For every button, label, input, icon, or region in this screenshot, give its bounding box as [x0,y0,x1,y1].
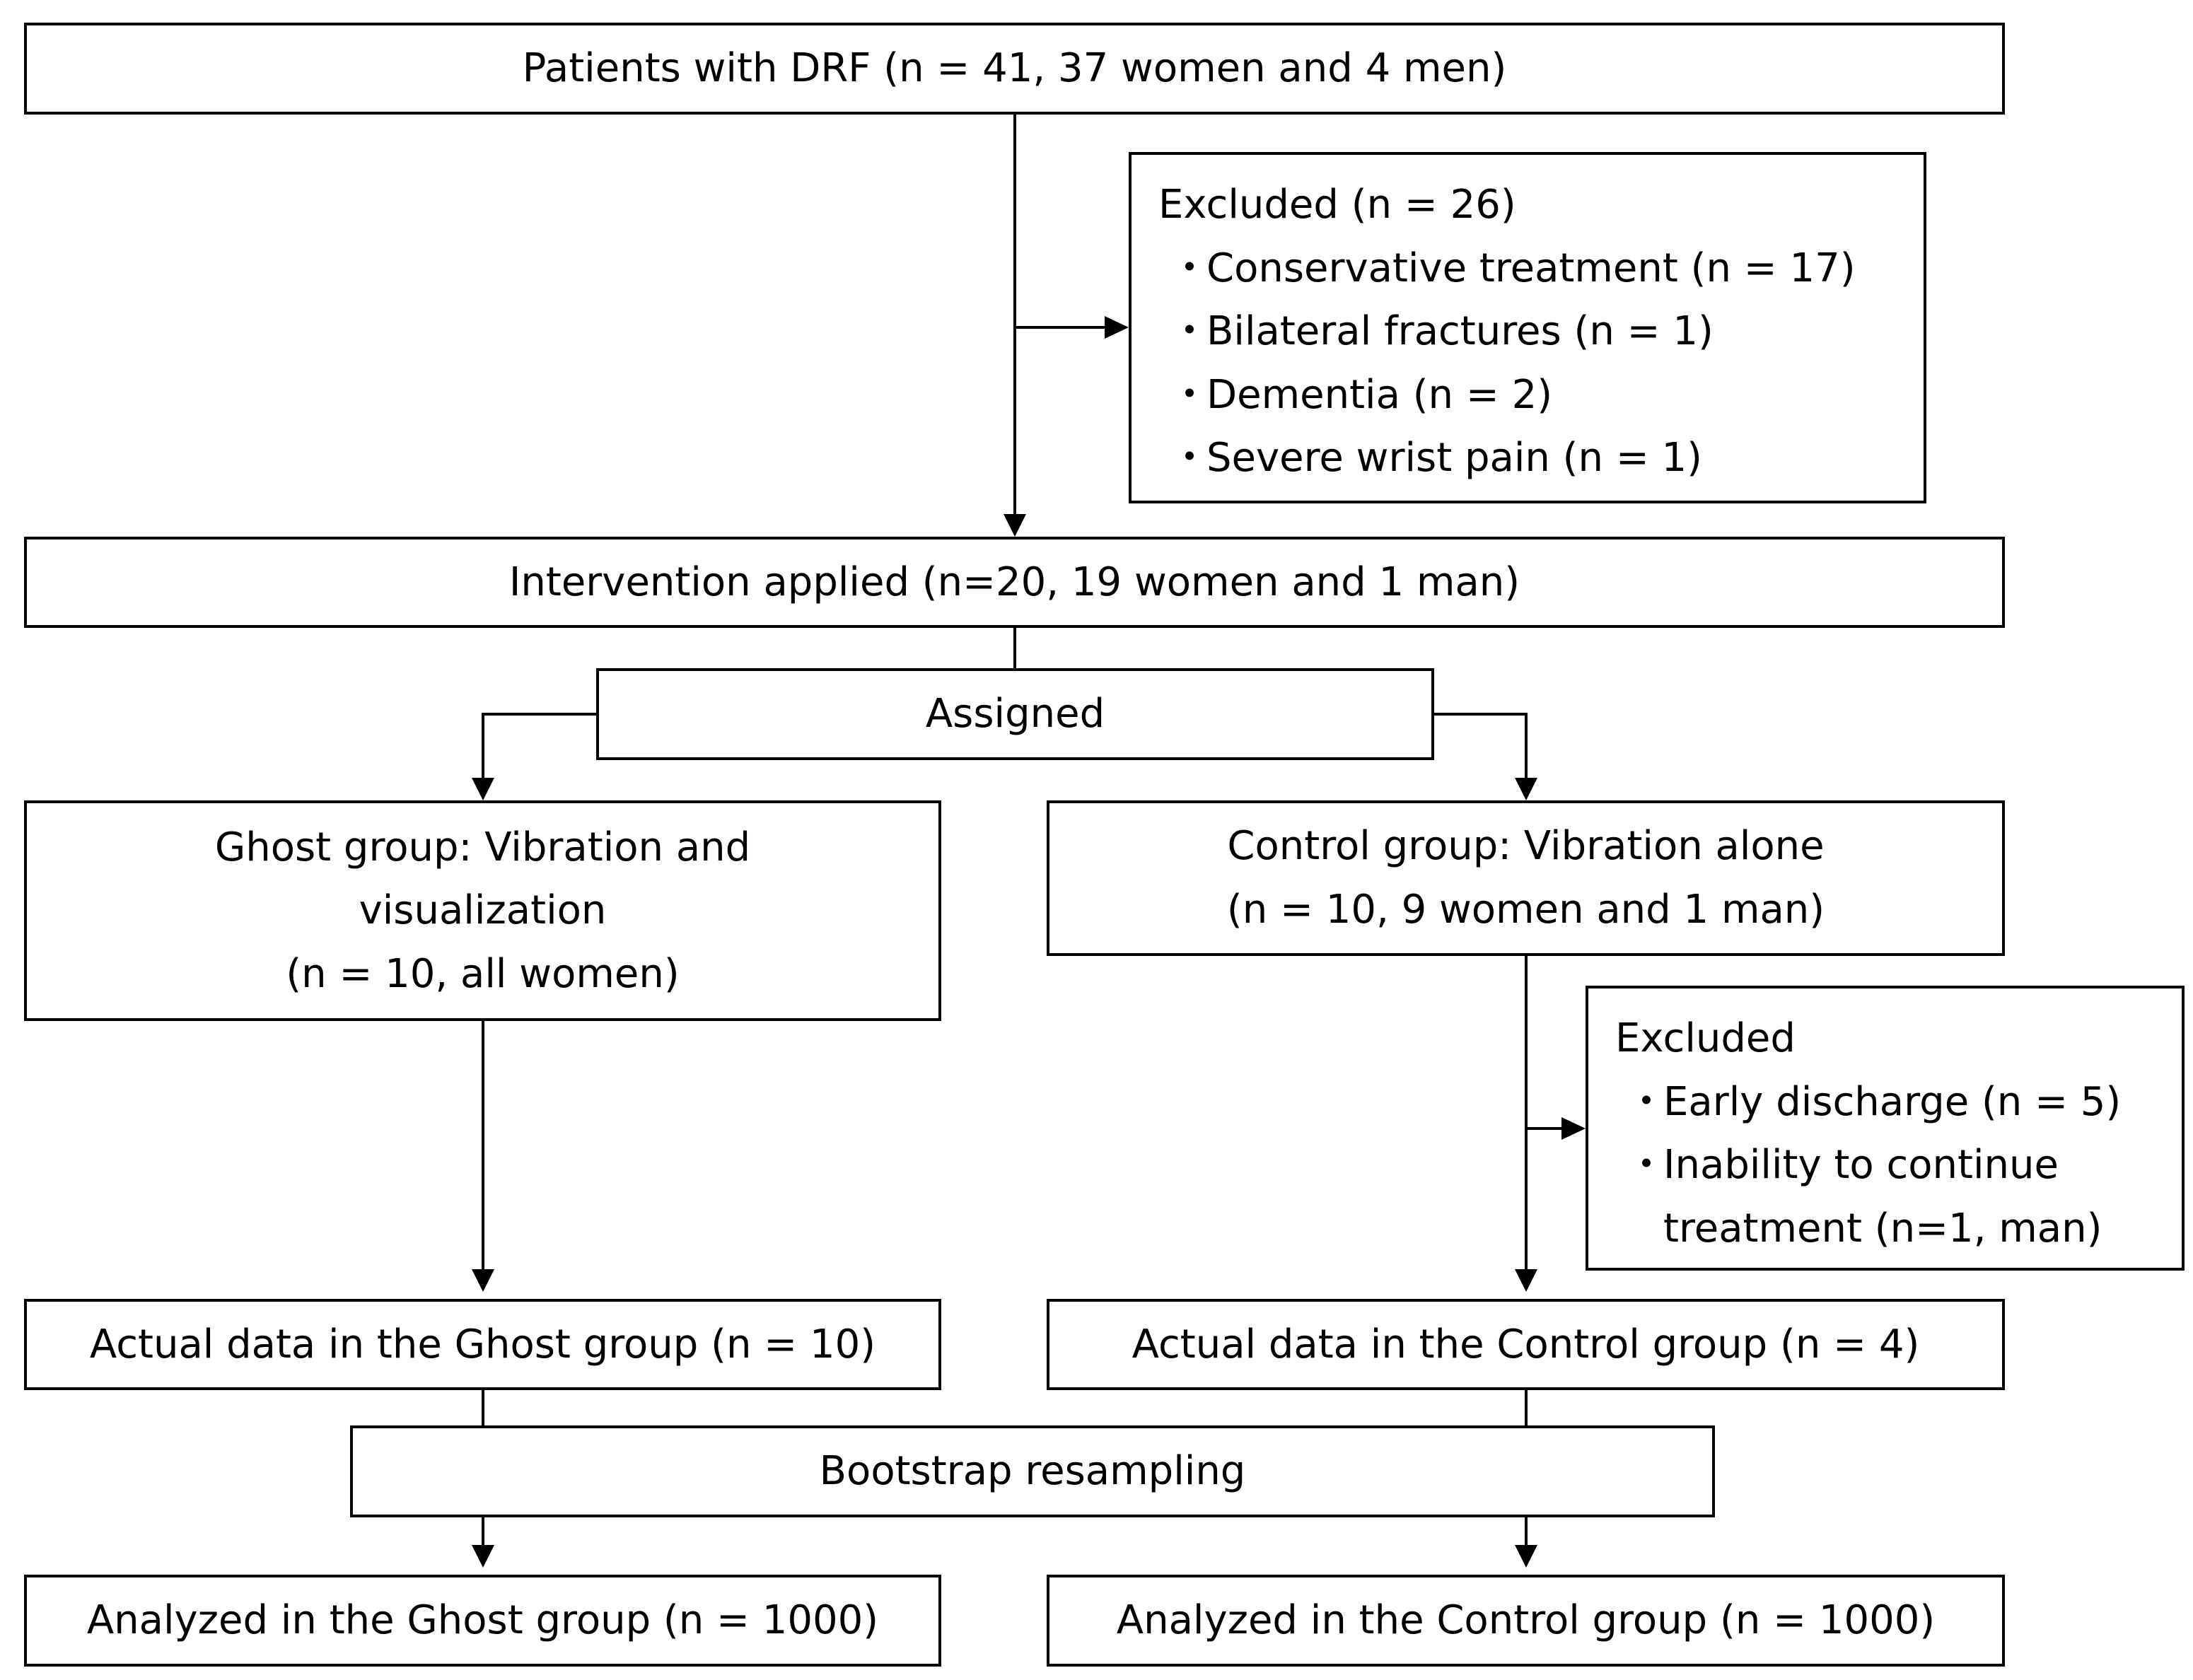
arrowhead-analyzed-control [1515,1545,1537,1568]
bullet-glyph: ・ [1170,371,1209,418]
ghost-group-box: Ghost group: Vibration and visualization… [24,800,941,1021]
arrowhead-excluded [1105,316,1129,339]
excluded-box: Excluded (n = 26) ・Conservative treatmen… [1129,152,1926,503]
excluded-item: ・Dementia (n = 2) [1158,363,1924,427]
excluded-2-item-continuation: treatment (n=1, man) [1663,1205,2102,1252]
control-group-line: (n = 10, 9 women and 1 man) [1226,887,1825,933]
excluded-2-item: ・Early discharge (n = 5) [1615,1071,2182,1134]
patients-box: Patients with DRF (n = 41, 37 women and … [24,23,2005,115]
excluded-title: Excluded (n = 26) [1158,182,1516,228]
arrowhead-actual-control [1515,1269,1537,1292]
arrowhead-analyzed-ghost [472,1545,494,1568]
arrowhead-intervention [1004,514,1026,537]
arrowhead-ghost [472,778,494,800]
actual-control-text: Actual data in the Control group (n = 4) [1132,1321,1920,1367]
intervention-text: Intervention applied (n=20, 19 women and… [508,559,1520,605]
bullet-glyph: ・ [1627,1078,1666,1125]
ghost-group-line: (n = 10, all women) [286,950,680,997]
analyzed-control-box: Analyzed in the Control group (n = 1000) [1047,1575,2005,1667]
arrowhead-actual-ghost [472,1269,494,1292]
excluded-item-label: Bilateral fractures (n = 1) [1206,308,1714,355]
connector-assigned-control [1434,713,1528,785]
excluded-2-title: Excluded [1615,1015,1796,1061]
assigned-text: Assigned [925,691,1105,737]
excluded-item-label: Conservative treatment (n = 17) [1206,245,1856,291]
excluded-item: ・Bilateral fractures (n = 1) [1158,300,1924,363]
actual-ghost-text: Actual data in the Ghost group (n = 10) [89,1321,876,1367]
arrowhead-excluded-2 [1561,1117,1586,1140]
bootstrap-box: Bootstrap resampling [350,1425,1715,1517]
excluded-item-label: Dementia (n = 2) [1206,371,1553,418]
bullet-glyph: ・ [1170,308,1209,355]
control-group-box: Control group: Vibration alone (n = 10, … [1047,800,2005,956]
excluded-2-item-label: Early discharge (n = 5) [1663,1078,2122,1125]
bootstrap-text: Bootstrap resampling [819,1448,1246,1495]
ghost-group-line: visualization [359,887,607,934]
arrowhead-control [1515,778,1537,800]
actual-ghost-box: Actual data in the Ghost group (n = 10) [24,1299,941,1390]
bullet-glyph: ・ [1627,1142,1666,1189]
analyzed-ghost-box: Analyzed in the Ghost group (n = 1000) [24,1575,941,1667]
excluded-item: ・Severe wrist pain (n = 1) [1158,426,1924,490]
excluded-2-item-label: Inability to continue [1663,1142,2059,1189]
excluded-item: ・Conservative treatment (n = 17) [1158,237,1924,301]
excluded-item-label: Severe wrist pain (n = 1) [1206,435,1703,482]
excluded-2-item: ・Inability to continue [1615,1133,2182,1197]
connector-assigned-ghost [482,713,596,785]
assigned-box: Assigned [596,668,1434,760]
control-group-line: Control group: Vibration alone [1227,823,1825,870]
ghost-group-line: Ghost group: Vibration and [214,824,751,870]
bullet-glyph: ・ [1170,435,1209,482]
actual-control-box: Actual data in the Control group (n = 4) [1047,1299,2005,1390]
excluded-2-box: Excluded ・Early discharge (n = 5) ・Inabi… [1586,986,2185,1271]
analyzed-control-text: Analyzed in the Control group (n = 1000) [1116,1597,1936,1644]
analyzed-ghost-text: Analyzed in the Ghost group (n = 1000) [86,1597,879,1644]
intervention-box: Intervention applied (n=20, 19 women and… [24,537,2005,628]
patients-text: Patients with DRF (n = 41, 37 women and … [522,45,1507,92]
bullet-glyph: ・ [1170,245,1209,291]
